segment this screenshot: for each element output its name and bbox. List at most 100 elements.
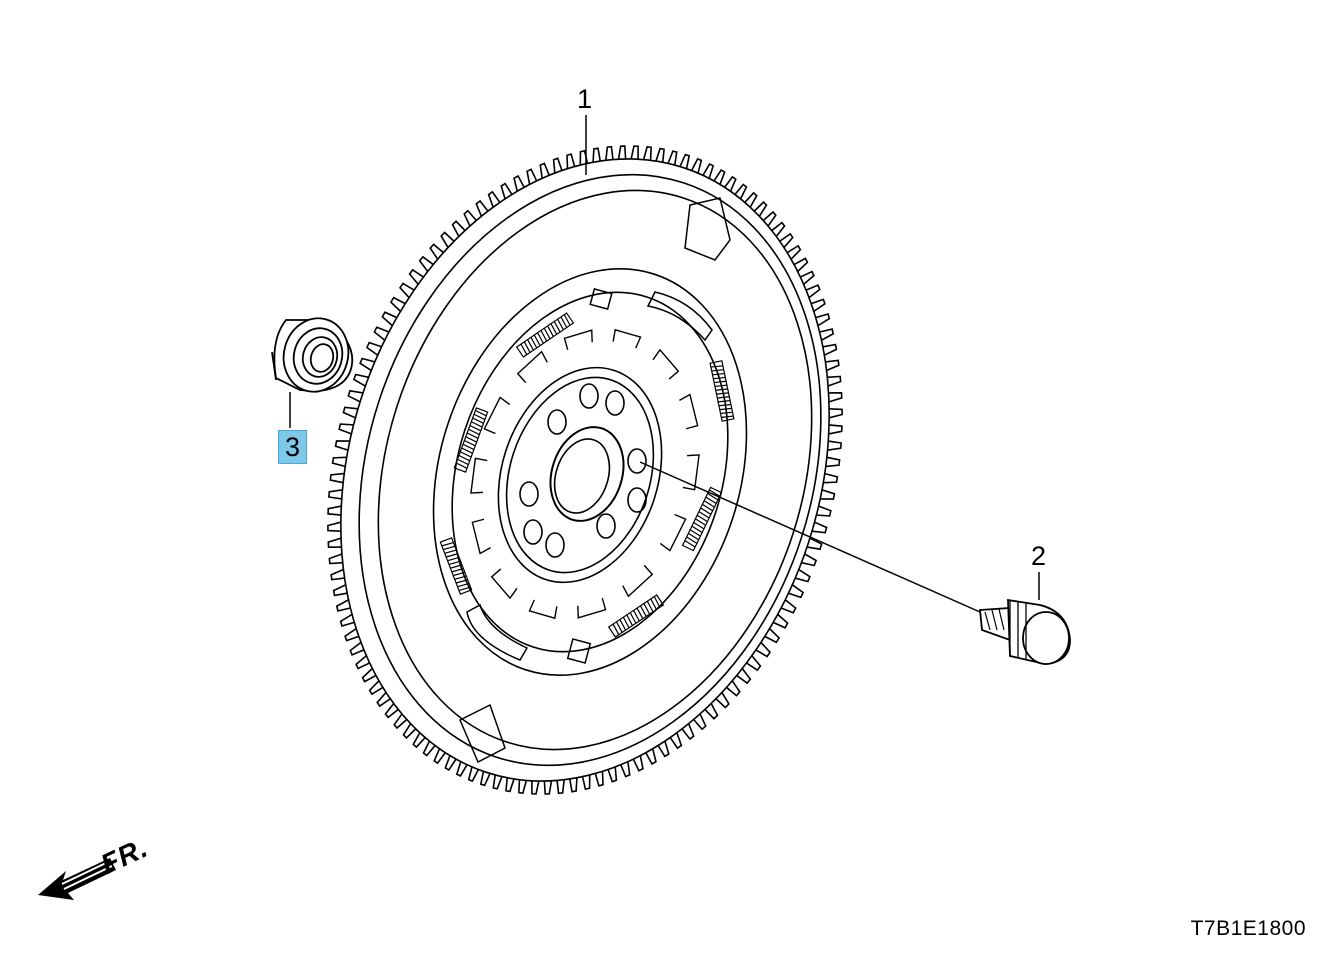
gear-tooth [552,157,563,174]
gear-tooth [657,740,670,758]
callout-3[interactable]: 3 [278,430,308,464]
gear-tooth [543,780,553,795]
diagram-code: T7B1E1800 [1190,917,1306,940]
gear-tooth [440,231,455,248]
callout-2[interactable]: 2 [1031,541,1047,571]
gear-tooth [467,766,480,783]
gear-tooth [347,389,364,403]
hub-notch [679,393,699,430]
gear-tooth [816,505,832,517]
gear-tooth [810,298,826,313]
gear-tooth [526,168,538,185]
gear-tooth [828,408,843,419]
gear-tooth [327,521,342,532]
hub-notch [612,328,642,349]
gear-tooth [332,584,348,597]
flywheel-hub-inner [505,376,655,574]
gear-tooth [645,748,657,766]
gear-tooth [669,732,683,750]
gear-tooth [381,311,398,327]
gear-tooth [531,780,540,795]
leader-lines [289,115,1040,613]
gear-tooth [513,174,525,192]
gear-tooth [344,627,360,642]
ring-gear-teeth [327,145,843,795]
gear-tooth [556,779,565,795]
gear-tooth [487,190,501,208]
bolt[interactable] [979,598,1071,665]
gear-tooth [479,771,491,787]
gear-tooth [762,210,777,227]
gear-tooth [566,153,576,169]
gear-tooth [679,153,691,169]
gear-tooth [422,740,436,757]
hub-notch [577,597,607,619]
gear-tooth [779,232,794,249]
gear-tooth [734,183,748,200]
gear-tooth [505,777,515,793]
gear-tooth [715,692,730,709]
gear-tooth [827,440,842,451]
callout-1[interactable]: 1 [577,84,593,114]
gear-tooth [825,359,840,372]
gear-tooth [693,713,707,731]
gear-tooth [373,326,390,341]
gear-tooth [581,774,591,791]
center-bore [549,426,625,522]
bearing[interactable] [271,311,356,399]
gear-tooth [327,537,342,548]
gear-tooth [492,774,503,790]
gear-tooth [429,243,444,260]
gear-tooth [753,200,768,217]
hub-notch [652,348,680,380]
hub-notch [563,329,593,351]
hub-notch-ring [470,328,700,620]
center-bore-inner [553,438,611,514]
gear-tooth [342,406,359,419]
gear-tooth [815,313,831,327]
hub-notch [516,350,548,384]
gear-tooth [418,255,434,272]
hub-notch [528,599,558,620]
gear-tooth [794,568,811,583]
gear-tooth [331,456,347,468]
damper-spring [439,537,473,595]
gear-tooth [444,755,457,772]
gear-tooth [368,680,384,696]
flywheel[interactable] [263,95,907,845]
damper-spring [709,360,735,422]
hub-notch [470,457,488,494]
gear-tooth [617,145,627,160]
gear-tooth [594,771,604,787]
gear-tooth [820,489,836,500]
gear-tooth [823,472,839,484]
gear-tooth [338,423,354,435]
gear-tooth [361,667,377,683]
gear-tooth [726,680,741,697]
gear-tooth [771,221,786,237]
gear-tooth [355,655,370,670]
gear-tooth [500,182,513,200]
gear-tooth [433,748,446,765]
hub-notch [682,454,700,491]
gear-tooth [329,472,345,484]
gear-tooth [328,553,343,565]
gear-tooth [828,424,843,435]
bolt-holes [519,383,647,558]
gear-tooth [828,392,843,403]
damper-spring [607,594,665,638]
damper-spring [453,407,489,473]
gear-tooth [788,584,805,599]
gear-tooth [681,723,695,741]
gear-tooth [568,777,578,793]
damper-spring [681,486,723,552]
flywheel-rim-inner-2 [377,189,813,751]
gear-tooth [607,766,618,783]
gear-tooth [475,199,489,217]
gear-tooth [690,157,703,174]
hub-notch [483,396,511,435]
gear-tooth [755,641,772,658]
gear-tooth [764,628,781,644]
gear-tooth [786,244,802,260]
